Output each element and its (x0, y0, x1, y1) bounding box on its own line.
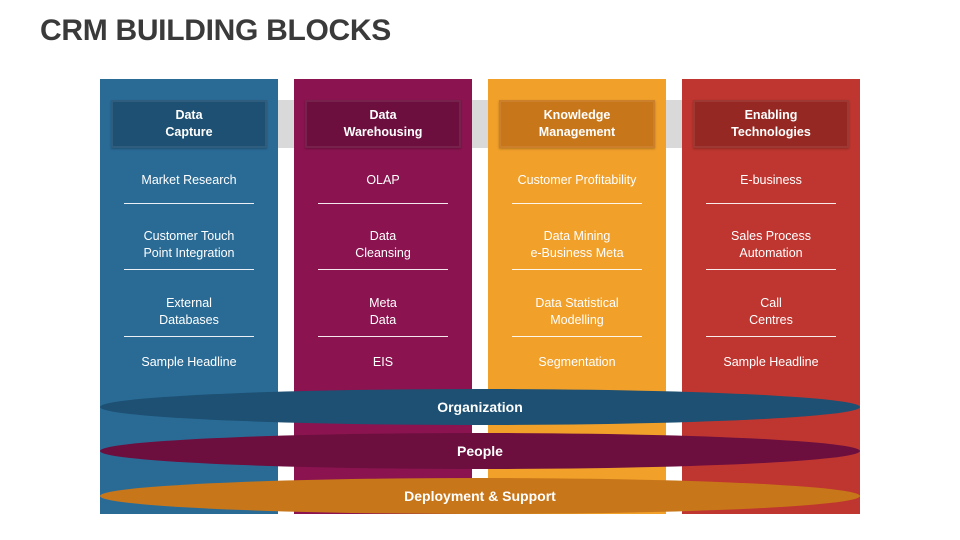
foundation-deployment-support: Deployment & Support (100, 478, 860, 514)
column-header: Data Warehousing (305, 100, 461, 148)
column-header: Knowledge Management (499, 100, 655, 148)
divider (318, 269, 448, 270)
column-item: Sample Headline (141, 354, 237, 369)
divider (512, 203, 642, 204)
divider (706, 203, 836, 204)
column-item: Sales Process Automation (731, 229, 811, 260)
column-item: External Databases (159, 296, 219, 327)
column-data-capture: Data Capture Market Research Customer To… (100, 79, 278, 514)
column-item: Meta Data (369, 296, 397, 327)
divider (512, 336, 642, 337)
column-header: Enabling Technologies (693, 100, 849, 148)
column-item: Customer Touch Point Integration (143, 229, 235, 260)
divider (318, 336, 448, 337)
divider (124, 203, 254, 204)
column-item: Market Research (141, 172, 237, 187)
foundation-organization: Organization (100, 389, 860, 425)
divider (706, 336, 836, 337)
foundation-people: People (100, 433, 860, 469)
column-item: Customer Profitability (517, 172, 637, 187)
column-item: E-business (740, 172, 802, 187)
divider (124, 336, 254, 337)
column-item: Data Mining e-Business Meta (530, 229, 624, 260)
column-item: Call Centres (749, 296, 793, 327)
page-title: CRM BUILDING BLOCKS (40, 14, 391, 47)
column-item: EIS (372, 354, 394, 369)
divider (706, 269, 836, 270)
divider (512, 269, 642, 270)
column-item: Segmentation (538, 354, 616, 369)
column-item: OLAP (366, 172, 400, 187)
divider (124, 269, 254, 270)
divider (318, 203, 448, 204)
column-item: Data Cleansing (355, 229, 411, 260)
column-item: Data Statistical Modelling (535, 296, 619, 327)
column-header: Data Capture (111, 100, 267, 148)
column-item: Sample Headline (723, 354, 819, 369)
